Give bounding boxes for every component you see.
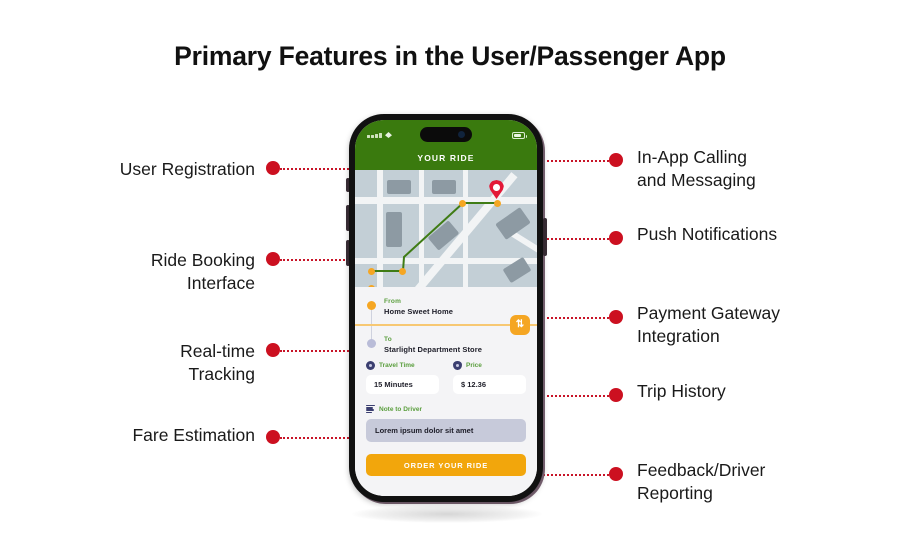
signal-bars-icon	[367, 132, 392, 138]
callout-dot-trip-history[interactable]	[609, 388, 623, 402]
leader-line-user-registration	[280, 168, 352, 170]
leader-line-real-time-tracking	[280, 350, 352, 352]
waypoint-dot-icon	[368, 285, 375, 287]
from-to-section: From Home Sweet Home To Starlight Depart…	[355, 296, 537, 358]
phone-silent-switch[interactable]	[346, 178, 350, 192]
callout-dot-in-app-calling[interactable]	[609, 153, 623, 167]
front-camera-icon	[458, 131, 465, 138]
map-road	[419, 170, 424, 287]
battery-icon	[512, 132, 527, 139]
map-road	[355, 197, 537, 204]
price-metric: Price $ 12.36	[453, 361, 526, 394]
map-building	[432, 180, 456, 194]
price-pin-icon	[453, 361, 462, 370]
lines-icon	[366, 405, 375, 413]
app-header: YOUR RIDE	[355, 120, 537, 170]
leader-line-ride-booking	[280, 259, 352, 261]
map-view[interactable]	[355, 170, 537, 287]
waypoint-dot-icon	[399, 268, 406, 275]
swap-vertical-icon[interactable]: ⇅	[510, 315, 530, 335]
callout-left-fare-estimation: Fare Estimation	[60, 424, 255, 447]
phone-power-button[interactable]	[543, 218, 547, 256]
from-field[interactable]: From Home Sweet Home	[384, 298, 453, 316]
map-road	[377, 170, 383, 287]
phone-volume-up-button[interactable]	[346, 205, 350, 231]
phone-shadow	[352, 505, 542, 523]
waypoint-dot-icon	[368, 268, 375, 275]
from-to-divider	[355, 324, 537, 326]
leader-line-push-notifications	[543, 238, 609, 240]
phone-frame: YOUR RIDE	[349, 114, 543, 502]
order-your-ride-button[interactable]: ORDER YOUR RIDE	[366, 454, 526, 476]
callout-dot-push-notifications[interactable]	[609, 231, 623, 245]
clock-icon	[366, 361, 375, 370]
leader-line-fare-estimation	[280, 437, 352, 439]
map-building	[386, 212, 402, 247]
callout-label: User Registration	[119, 159, 255, 179]
callout-left-ride-booking: Ride Booking Interface	[60, 249, 255, 295]
waypoint-dot-icon	[459, 200, 466, 207]
callout-dot-ride-booking[interactable]	[266, 252, 280, 266]
to-dot-icon	[367, 339, 376, 348]
price-label: Price	[466, 362, 482, 369]
from-label: From	[384, 298, 402, 305]
note-to-driver-input[interactable]: Lorem ipsum dolor sit amet	[366, 419, 526, 442]
travel-time-metric: Travel Time 15 Minutes	[366, 361, 439, 394]
callout-right-feedback-reporting: Feedback/Driver Reporting	[637, 459, 852, 505]
phone-volume-down-button[interactable]	[346, 240, 350, 266]
callout-label: In-App Calling and Messaging	[637, 147, 756, 190]
callout-dot-real-time-tracking[interactable]	[266, 343, 280, 357]
leader-line-trip-history	[543, 395, 609, 397]
map-building	[387, 180, 411, 194]
callout-right-payment-gateway: Payment Gateway Integration	[637, 302, 847, 348]
leader-line-in-app-calling	[543, 160, 609, 162]
leader-line-feedback-reporting	[543, 474, 609, 476]
leader-line-payment-gateway	[543, 317, 609, 319]
metrics-row: Travel Time 15 Minutes Price $ 12.36	[366, 361, 526, 394]
travel-time-label: Travel Time	[379, 362, 415, 369]
route-path	[372, 202, 497, 272]
callout-label: Feedback/Driver Reporting	[637, 460, 766, 503]
app-screen-title: YOUR RIDE	[417, 153, 475, 163]
phone-screen: YOUR RIDE	[355, 120, 537, 496]
waypoint-dot-icon	[494, 200, 501, 207]
dynamic-island	[420, 127, 472, 142]
price-value[interactable]: $ 12.36	[453, 375, 526, 394]
to-field[interactable]: To Starlight Department Store	[384, 336, 482, 354]
note-to-driver-header: Note to Driver	[366, 405, 526, 413]
callout-label: Push Notifications	[637, 224, 778, 244]
page-title: Primary Features in the User/Passenger A…	[174, 41, 726, 71]
callout-left-real-time-tracking: Real-time Tracking	[60, 340, 255, 386]
status-bar	[355, 131, 537, 141]
callout-right-push-notifications: Push Notifications	[637, 223, 847, 246]
callout-right-in-app-calling: In-App Calling and Messaging	[637, 146, 847, 192]
callout-label: Trip History	[637, 381, 726, 401]
callout-right-trip-history: Trip History	[637, 380, 847, 403]
callout-dot-fare-estimation[interactable]	[266, 430, 280, 444]
callout-dot-user-registration[interactable]	[266, 161, 280, 175]
wifi-icon	[385, 132, 392, 138]
callout-dot-feedback-reporting[interactable]	[609, 467, 623, 481]
from-value: Home Sweet Home	[384, 307, 454, 316]
to-value: Starlight Department Store	[384, 345, 483, 354]
to-label: To	[384, 336, 392, 343]
travel-time-value[interactable]: 15 Minutes	[366, 375, 439, 394]
callout-left-user-registration: User Registration	[60, 158, 255, 181]
from-dot-icon	[367, 301, 376, 310]
booking-card: From Home Sweet Home To Starlight Depart…	[355, 287, 537, 496]
callout-dot-payment-gateway[interactable]	[609, 310, 623, 324]
callout-label: Real-time Tracking	[180, 341, 255, 384]
callout-label: Payment Gateway Integration	[637, 303, 780, 346]
callout-label: Ride Booking Interface	[150, 250, 255, 293]
note-to-driver-label: Note to Driver	[379, 405, 422, 413]
callout-label: Fare Estimation	[132, 425, 255, 445]
